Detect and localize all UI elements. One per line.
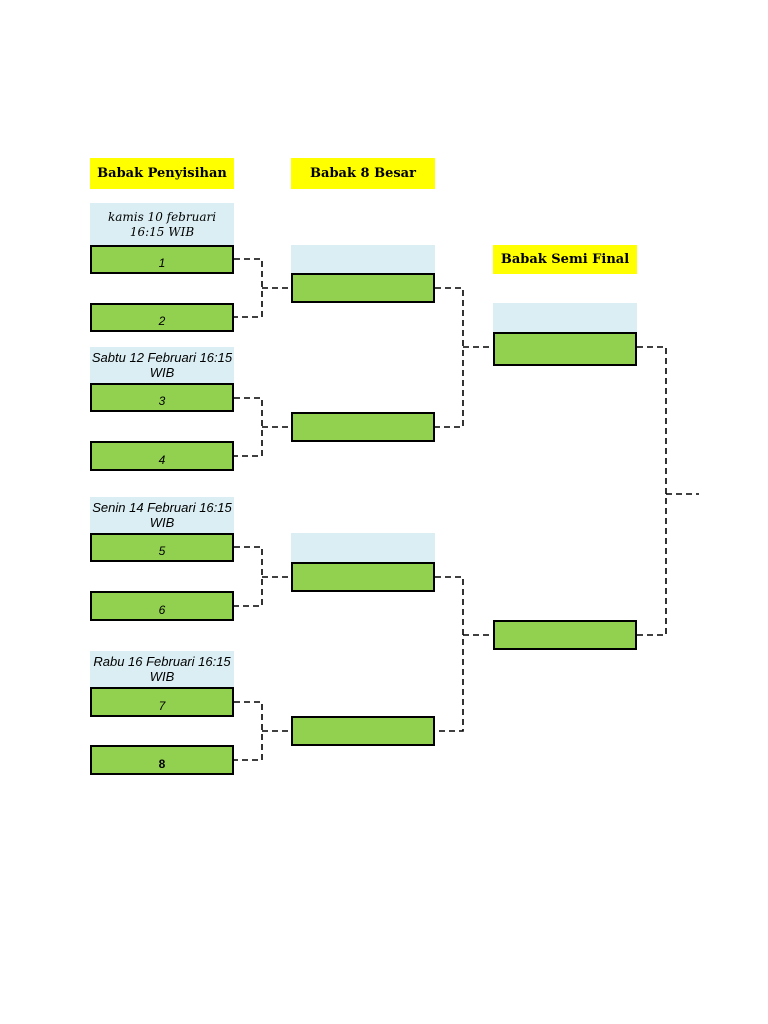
- team-slot-3: 3: [90, 383, 234, 412]
- qf-date-band-2: [291, 533, 435, 562]
- team-slot-7: 7: [90, 687, 234, 717]
- team-slot-5: 5: [90, 533, 234, 562]
- connector-1-2: [234, 258, 263, 318]
- team-slot-6: 6: [90, 591, 234, 621]
- qf-slot-4: [291, 716, 435, 746]
- qf-slot-3: [291, 562, 435, 592]
- connector-qf-bottom: [435, 576, 464, 732]
- qf-date-band-1: [291, 245, 435, 273]
- sf-slot-2: [493, 620, 637, 650]
- connector-7-8: [234, 701, 263, 761]
- team-slot-4: 4: [90, 441, 234, 471]
- team-slot-8: 8: [90, 745, 234, 775]
- header-babak-penyisihan: Babak Penyisihan: [90, 158, 234, 189]
- qf-slot-1: [291, 273, 435, 303]
- qf-slot-2: [291, 412, 435, 442]
- schedule-date-3: Senin 14 Februari 16:15 WIB: [90, 497, 234, 533]
- header-babak-semi-final: Babak Semi Final: [493, 245, 637, 274]
- schedule-date-1: kamis 10 februari 16:15 WIB: [90, 203, 234, 246]
- connector-sf: [637, 346, 667, 636]
- connector-5-6: [234, 546, 263, 607]
- connector-3-4: [234, 397, 263, 457]
- sf-date-band: [493, 303, 637, 332]
- header-babak-8-besar: Babak 8 Besar: [291, 158, 435, 189]
- connector-qf-top: [435, 287, 464, 428]
- team-slot-2: 2: [90, 303, 234, 332]
- sf-slot-1: [493, 332, 637, 366]
- schedule-date-2: Sabtu 12 Februari 16:15 WIB: [90, 347, 234, 383]
- schedule-date-4: Rabu 16 Februari 16:15 WIB: [90, 651, 234, 687]
- team-slot-1: 1: [90, 245, 234, 274]
